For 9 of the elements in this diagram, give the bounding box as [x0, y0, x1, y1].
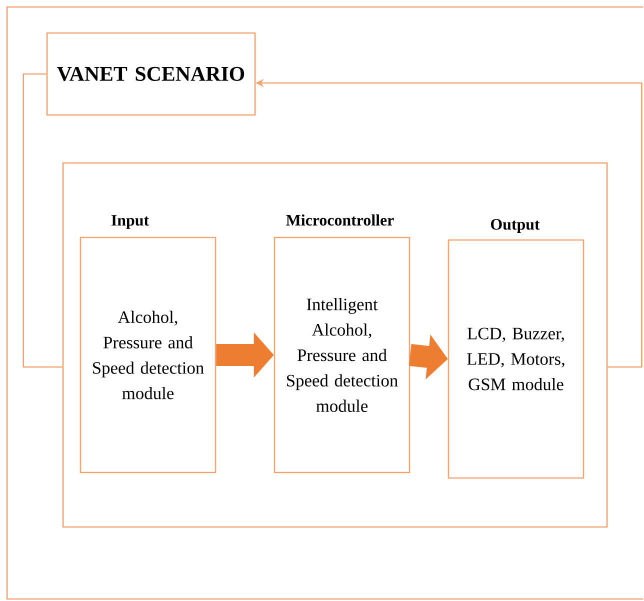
title-box: VANET SCENARIO — [46, 32, 256, 116]
connector-line — [22, 73, 62, 368]
module-box: Alcohol, Pressure and Speed detection module — [80, 236, 216, 474]
heading: Microcontroller — [286, 214, 394, 226]
module-box: Intelligent Alcohol, Pressure and Speed detection module — [274, 236, 410, 474]
container-box — [62, 162, 608, 528]
heading: Input — [111, 215, 149, 229]
module-box: LCD, Buzzer, LED, Motors, GSM module — [448, 239, 584, 479]
heading: Output — [490, 219, 540, 233]
